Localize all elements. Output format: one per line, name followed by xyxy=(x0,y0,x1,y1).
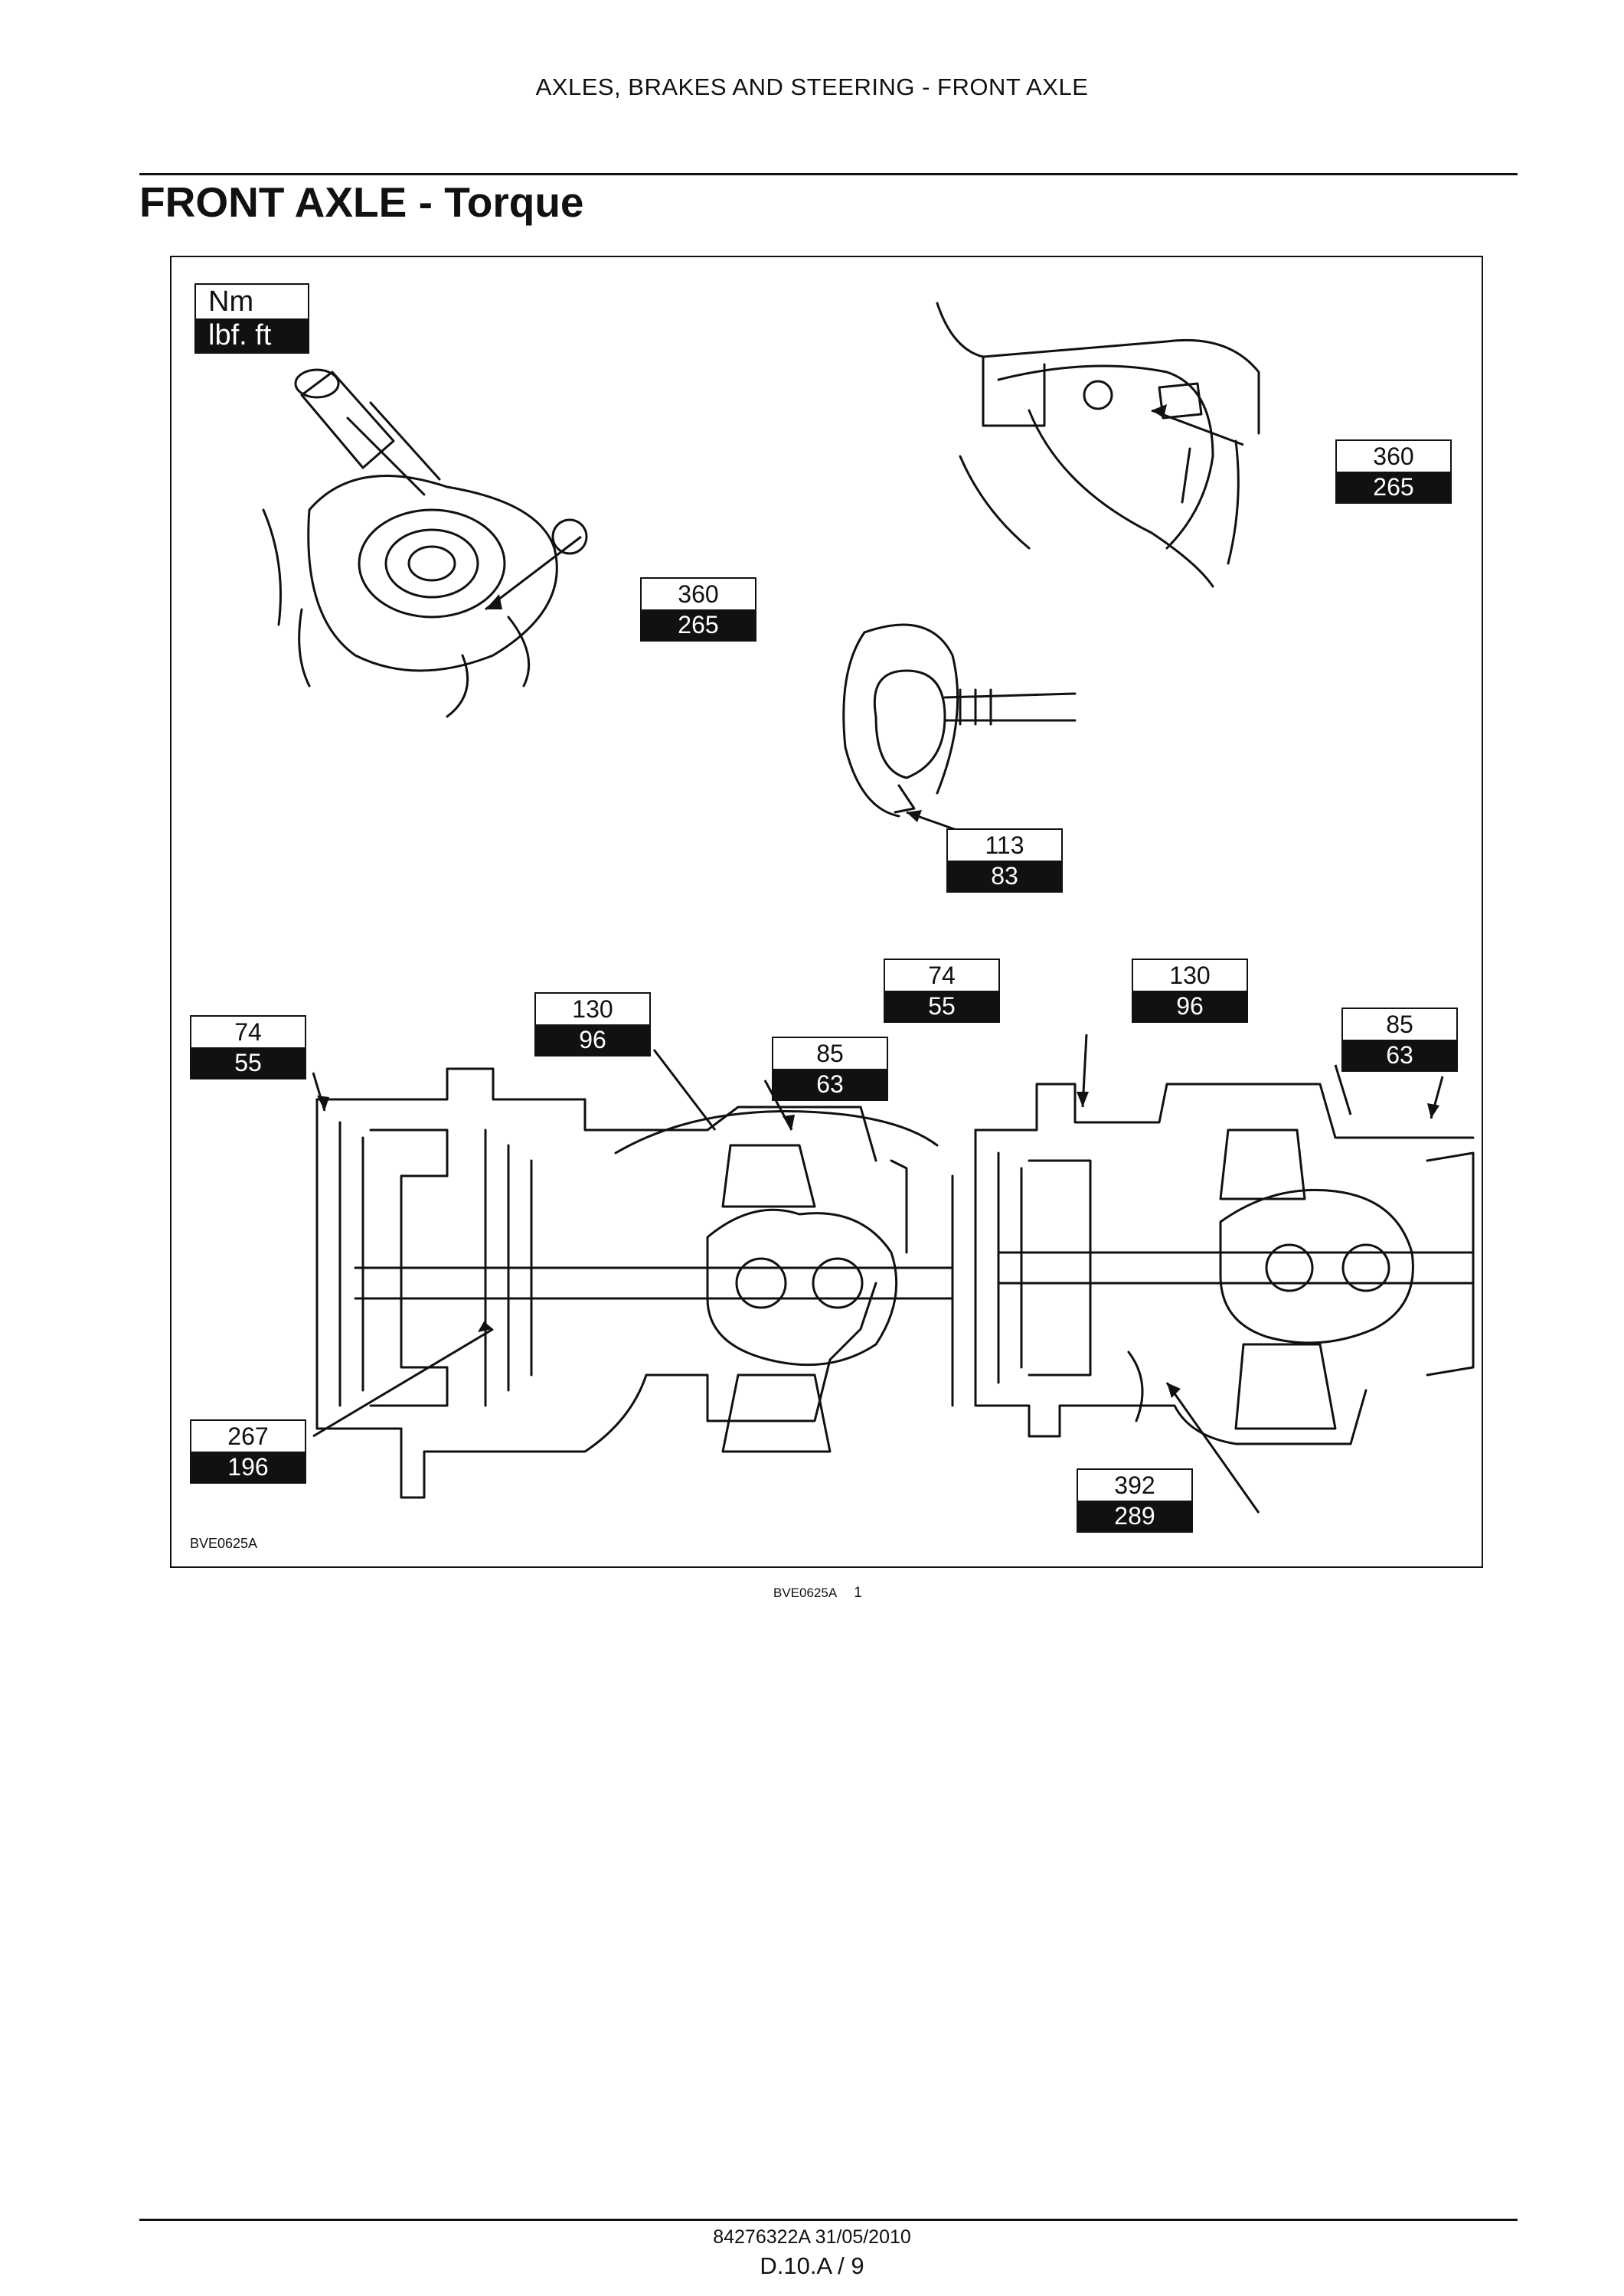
callout-nm: 85 xyxy=(816,1040,844,1067)
callout-lbf: 265 xyxy=(642,609,755,640)
leader-arrows xyxy=(312,409,1444,1514)
callout-lbf: 83 xyxy=(948,861,1061,891)
callout-lbf: 196 xyxy=(191,1452,305,1482)
drawing-code: BVE0625A xyxy=(190,1536,258,1551)
header-rule xyxy=(139,173,1518,175)
callout-lbf: 96 xyxy=(1133,991,1247,1021)
footer-doc-ref: 84276322A 31/05/2010 xyxy=(713,2226,911,2248)
callout-lbf: 289 xyxy=(1078,1501,1191,1531)
axle-drawing xyxy=(262,302,1475,1514)
right-axle-section-drawing xyxy=(974,1083,1475,1445)
left-axle-section-drawing xyxy=(315,1067,954,1499)
callout-nm: 360 xyxy=(678,580,719,608)
caption-number: 1 xyxy=(854,1585,862,1601)
torque-callout: 85 63 xyxy=(1341,1008,1458,1072)
page-header: AXLES, BRAKES AND STEERING - FRONT AXLE xyxy=(535,73,1089,100)
callout-lbf: 265 xyxy=(1337,472,1450,502)
torque-callout: 130 96 xyxy=(534,992,651,1057)
units-legend: Nm lbf. ft xyxy=(194,283,309,354)
knuckle-housing-drawing xyxy=(936,302,1260,588)
callout-nm: 85 xyxy=(1386,1011,1413,1038)
page-title: FRONT AXLE - Torque xyxy=(139,178,584,226)
arrow-heads xyxy=(317,404,1439,1398)
legend-imperial-unit: lbf. ft xyxy=(196,318,308,352)
callout-lbf: 55 xyxy=(885,991,998,1021)
torque-callout: 130 96 xyxy=(1132,959,1248,1023)
torque-callout: 267 196 xyxy=(190,1419,306,1484)
torque-callout: 74 55 xyxy=(190,1015,306,1079)
callout-nm: 360 xyxy=(1373,443,1414,470)
footer-page-ref: D.10.A / 9 xyxy=(760,2252,864,2279)
callout-nm: 392 xyxy=(1114,1471,1155,1499)
tie-rod-end-drawing xyxy=(842,623,1077,818)
torque-figure: Nm lbf. ft 360 265 360 265 113 83 74 55 … xyxy=(170,256,1483,1568)
callout-lbf: 63 xyxy=(773,1069,887,1099)
torque-callout: 113 83 xyxy=(946,828,1063,893)
torque-callout: 392 289 xyxy=(1077,1468,1193,1533)
torque-callout: 85 63 xyxy=(772,1037,888,1101)
torque-callout: 360 265 xyxy=(1335,439,1452,504)
footer-rule xyxy=(139,2219,1518,2221)
drive-flange-drawing xyxy=(262,368,588,718)
callout-nm: 130 xyxy=(572,995,613,1023)
callout-nm: 74 xyxy=(928,962,956,989)
callout-nm: 74 xyxy=(234,1018,262,1046)
callout-lbf: 96 xyxy=(536,1024,649,1055)
callout-lbf: 63 xyxy=(1343,1040,1456,1070)
callout-lbf: 55 xyxy=(191,1047,305,1078)
torque-callout: 74 55 xyxy=(884,959,1000,1023)
callout-nm: 267 xyxy=(227,1422,269,1450)
caption-code: BVE0625A xyxy=(773,1586,838,1600)
torque-callout: 360 265 xyxy=(640,577,756,642)
callout-nm: 113 xyxy=(985,831,1024,859)
figure-caption: BVE0625A 1 xyxy=(773,1585,862,1602)
callout-nm: 130 xyxy=(1169,962,1211,989)
legend-metric-unit: Nm xyxy=(208,286,254,318)
